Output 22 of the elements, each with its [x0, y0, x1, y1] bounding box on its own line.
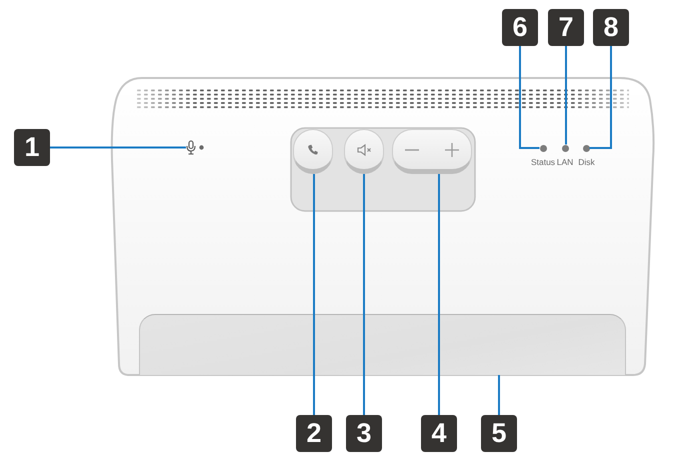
callout-number: 6 [502, 9, 538, 46]
leader-line [519, 46, 540, 149]
leader-line [565, 46, 567, 144]
callout-number: 7 [548, 9, 584, 46]
leader-line [363, 174, 365, 415]
leader-line [498, 375, 500, 415]
callout-number: 4 [421, 415, 457, 452]
leader-line [313, 174, 315, 415]
led-label: Disk [578, 157, 595, 167]
led-label: LAN [556, 157, 574, 167]
callout-number: 1 [14, 129, 50, 166]
led-label: Status [530, 157, 556, 167]
callout-number: 3 [346, 415, 382, 452]
callout-number: 8 [593, 9, 629, 46]
microphone-icon [186, 140, 205, 155]
leader-line [590, 46, 612, 149]
leader-line [50, 146, 186, 148]
callout-number: 5 [481, 415, 517, 452]
volume-button [392, 129, 472, 174]
front-panel [139, 314, 626, 375]
leader-line [438, 174, 440, 415]
callout-number: 2 [296, 415, 332, 452]
